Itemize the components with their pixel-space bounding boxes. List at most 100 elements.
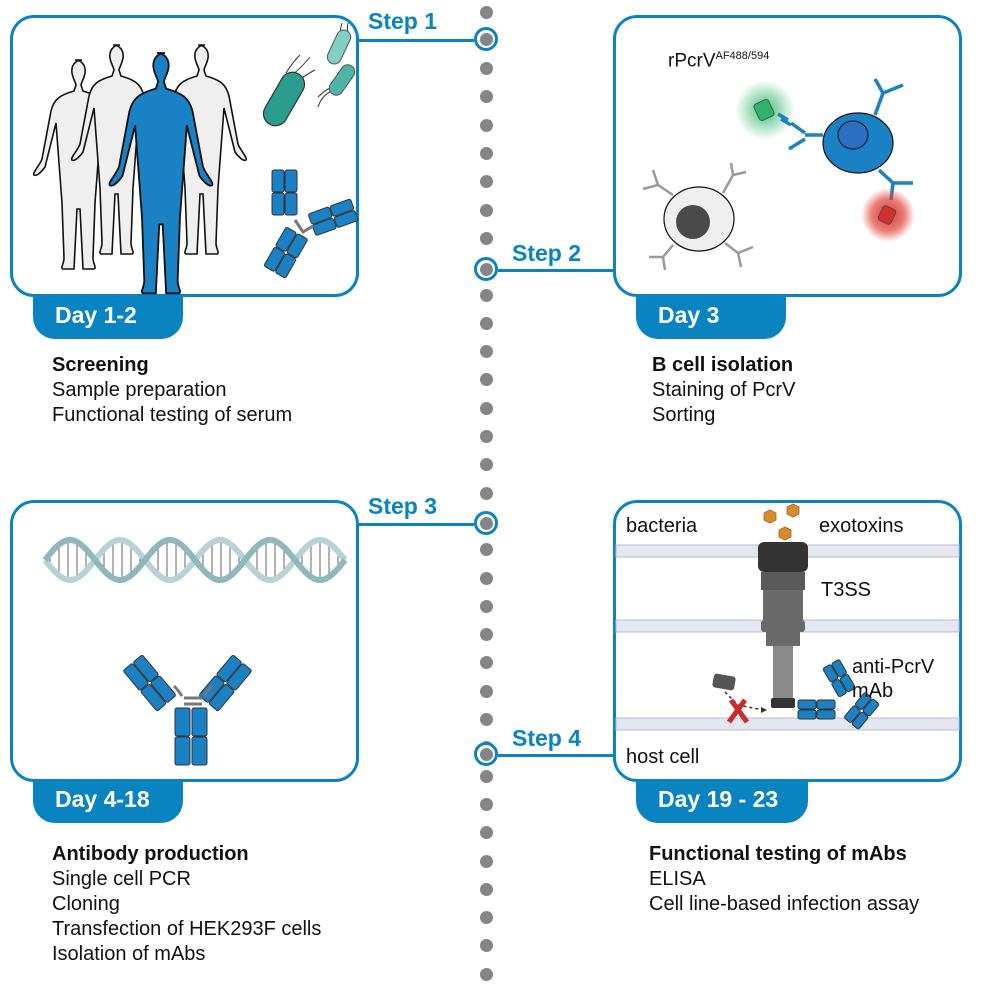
step2-day-tab: Day 3 bbox=[636, 295, 786, 339]
t3ss-needle-icon bbox=[758, 542, 808, 708]
step3-item: Cloning bbox=[52, 893, 120, 915]
timeline-dot bbox=[479, 458, 493, 472]
step4-label: Step 4 bbox=[512, 725, 582, 751]
antigen-label: rPcrVAF488/594 bbox=[668, 50, 769, 72]
timeline-dot bbox=[479, 516, 493, 530]
step3-description: Antibody production Single cell PCR Clon… bbox=[52, 842, 321, 967]
timeline-dot bbox=[479, 62, 493, 76]
timeline-dot bbox=[479, 713, 493, 726]
timeline-dot bbox=[479, 118, 493, 132]
step4-description: Functional testing of mAbs ELISA Cell li… bbox=[649, 842, 919, 917]
timeline-dot bbox=[479, 911, 493, 925]
timeline-dot bbox=[479, 656, 493, 670]
antibody-icon bbox=[123, 654, 252, 766]
step3-item: Single cell PCR bbox=[52, 868, 191, 890]
timeline-dot bbox=[479, 882, 493, 896]
step3-day-tab: Day 4-18 bbox=[33, 779, 183, 823]
step4-connector bbox=[498, 754, 615, 757]
timeline-dot bbox=[479, 571, 493, 585]
step4-day-tab: Day 19 - 23 bbox=[636, 779, 808, 823]
step2-connector bbox=[498, 269, 615, 272]
mab-label-line1: anti-PcrV bbox=[852, 656, 935, 678]
step1-panel bbox=[10, 15, 359, 297]
red-fluorophore-icon bbox=[861, 188, 915, 242]
timeline-dot bbox=[479, 203, 493, 217]
step1-label: Step 1 bbox=[368, 8, 438, 34]
timeline-dot bbox=[479, 90, 493, 104]
timeline-dot bbox=[479, 854, 493, 868]
step3-connector bbox=[358, 523, 474, 526]
b-cell-illustration bbox=[642, 78, 915, 271]
step3-panel bbox=[10, 500, 359, 782]
step1-item: Functional testing of serum bbox=[52, 404, 293, 426]
effector-protein-icon bbox=[712, 673, 767, 713]
step4-item: Cell line-based infection assay bbox=[649, 893, 920, 915]
timeline-dot bbox=[479, 316, 493, 330]
timeline-dot bbox=[479, 826, 493, 840]
human-silhouette-icon bbox=[32, 44, 248, 295]
timeline-dot bbox=[479, 175, 493, 189]
timeline-dot bbox=[479, 628, 493, 642]
timeline-dot bbox=[479, 599, 493, 613]
step4-title: Functional testing of mAbs bbox=[649, 843, 907, 865]
timeline-dot bbox=[479, 288, 493, 302]
b-cell-negative-icon bbox=[642, 162, 754, 271]
timeline-dot bbox=[479, 486, 493, 500]
timeline-dot bbox=[479, 401, 493, 415]
timeline-dot bbox=[479, 430, 493, 443]
exotoxins-label: exotoxins bbox=[819, 515, 904, 537]
step1-day-tab: Day 1-2 bbox=[33, 295, 183, 339]
step4-item: ELISA bbox=[649, 868, 706, 890]
timeline-dot bbox=[479, 939, 493, 953]
step3-item: Transfection of HEK293F cells bbox=[52, 918, 322, 940]
timeline-step-marker bbox=[474, 257, 498, 281]
bacteria-label: bacteria bbox=[626, 515, 698, 537]
timeline-dot bbox=[479, 967, 493, 981]
dna-strand bbox=[42, 537, 348, 583]
step3-label: Step 3 bbox=[368, 493, 438, 519]
step1-title: Screening bbox=[52, 354, 149, 376]
antigen-name: rPcrV bbox=[668, 50, 716, 72]
host-cell-label: host cell bbox=[626, 746, 700, 768]
exotoxin-icon bbox=[763, 503, 800, 541]
timeline-step-marker bbox=[474, 742, 498, 766]
step2-title: B cell isolation bbox=[652, 354, 794, 376]
timeline-dot bbox=[479, 769, 493, 783]
green-fluorophore-icon bbox=[735, 80, 795, 140]
step2-item: Sorting bbox=[652, 404, 716, 426]
dna-illustration bbox=[42, 537, 348, 766]
timeline-step-marker bbox=[474, 511, 498, 535]
timeline-dot bbox=[479, 543, 493, 557]
timeline-step-marker bbox=[474, 27, 498, 51]
step3-item: Isolation of mAbs bbox=[52, 943, 206, 965]
t3ss-illustration bbox=[615, 503, 960, 731]
bacteria-icon bbox=[262, 22, 356, 127]
timeline-dot bbox=[479, 747, 493, 761]
timeline-dot bbox=[479, 684, 493, 698]
timeline-dot bbox=[479, 262, 493, 276]
timeline-dot bbox=[479, 32, 493, 46]
timeline-dot bbox=[479, 147, 493, 160]
antibody-icon bbox=[263, 169, 359, 279]
timeline-dot bbox=[479, 231, 493, 245]
t3ss-label: T3SS bbox=[821, 579, 872, 601]
mab-label: anti-PcrV mAb bbox=[852, 655, 934, 703]
step1-connector bbox=[358, 39, 474, 42]
b-cell-positive-icon bbox=[777, 78, 913, 201]
step1-description: Screening Sample preparation Functional … bbox=[52, 353, 292, 428]
step3-title: Antibody production bbox=[52, 843, 249, 865]
timeline-dot bbox=[479, 797, 493, 811]
blocked-x-icon bbox=[726, 698, 750, 724]
timeline-dot bbox=[479, 5, 493, 19]
step2-item: Staining of PcrV bbox=[652, 379, 796, 401]
step1-item: Sample preparation bbox=[52, 379, 227, 401]
dna-helix-icon bbox=[42, 537, 348, 583]
step2-description: B cell isolation Staining of PcrV Sortin… bbox=[652, 353, 795, 428]
timeline-dot bbox=[479, 373, 493, 387]
step4-panel: bacteria exotoxins T3SS anti-PcrV mAb ho… bbox=[613, 500, 962, 782]
antibody-icon bbox=[797, 659, 880, 730]
human-cohort-illustration bbox=[32, 22, 359, 295]
step2-label: Step 2 bbox=[512, 240, 582, 266]
mab-label-line2: mAb bbox=[852, 680, 894, 702]
antigen-superscript: AF488/594 bbox=[715, 50, 770, 62]
